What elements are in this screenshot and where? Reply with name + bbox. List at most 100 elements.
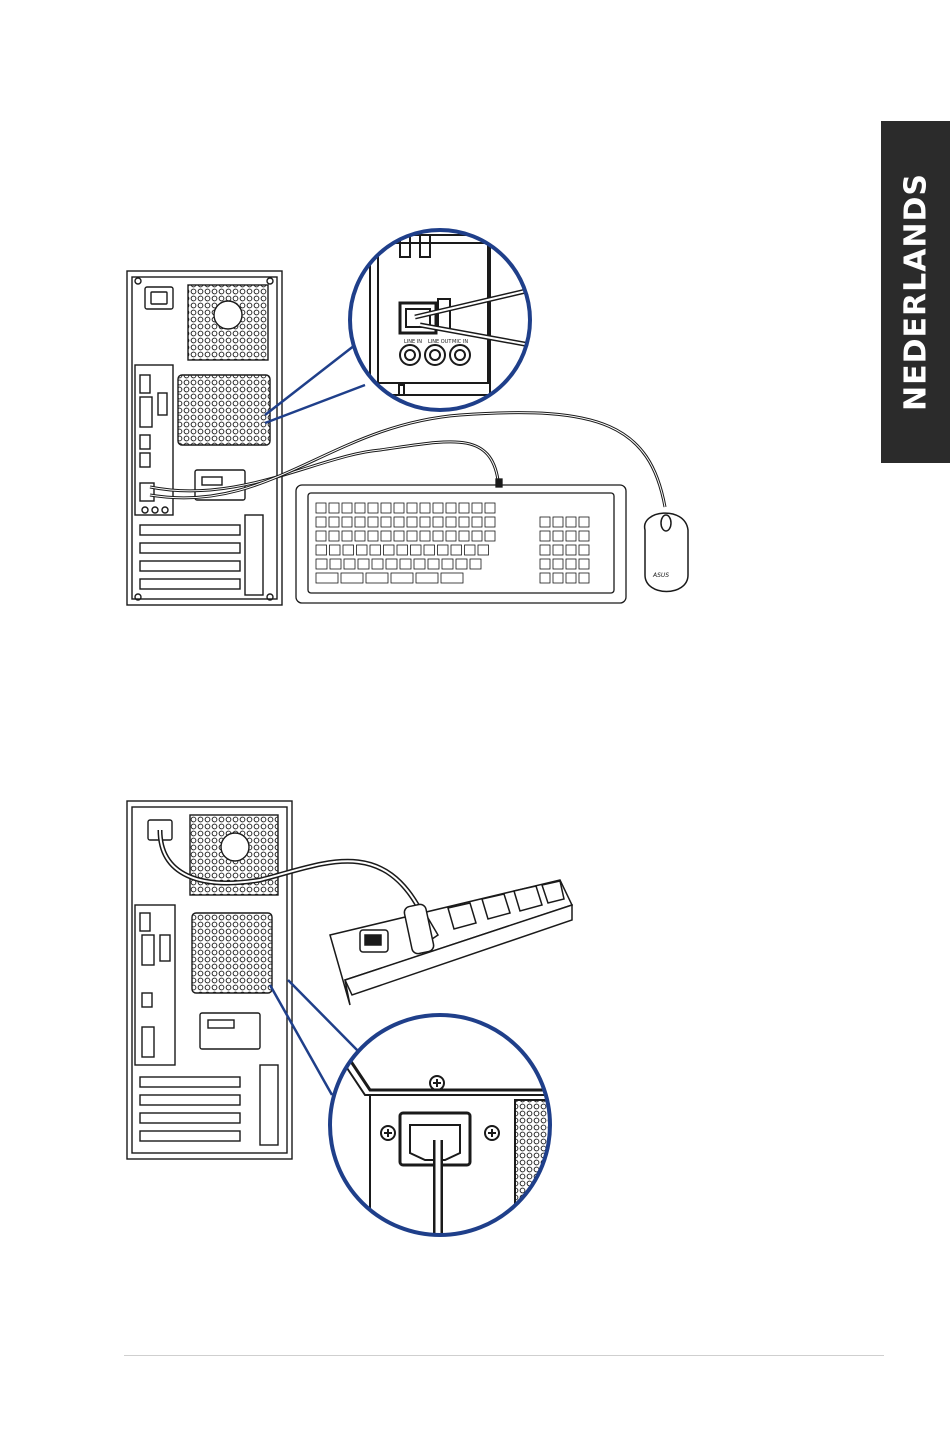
keyboard-numpad-key	[540, 573, 550, 583]
keyboard-key	[485, 517, 495, 527]
zoom-port-label: MIC IN	[452, 339, 468, 345]
mouse-logo: ASUS	[652, 572, 669, 579]
keyboard-key	[384, 545, 395, 555]
keyboard-key	[381, 503, 391, 513]
keyboard-key	[370, 545, 381, 555]
keyboard-key	[381, 517, 391, 527]
keyboard-key	[355, 503, 365, 513]
keyboard-numpad-key	[540, 559, 550, 569]
keyboard-key	[400, 559, 411, 569]
keyboard-key	[416, 573, 438, 583]
keyboard-numpad-key	[553, 545, 563, 555]
keyboard-key	[446, 503, 456, 513]
keyboard-numpad-key	[553, 531, 563, 541]
keyboard-numpad-key	[579, 545, 589, 555]
footer-rule	[124, 1355, 884, 1356]
usb-port-zoom-inset: LINE IN LINE OUT MIC IN	[350, 230, 530, 410]
keyboard-key	[438, 545, 449, 555]
keyboard-key	[391, 573, 413, 583]
keyboard-key	[397, 545, 408, 555]
keyboard-numpad-key	[553, 517, 563, 527]
keyboard-key	[381, 531, 391, 541]
keyboard-key	[368, 503, 378, 513]
keyboard-numpad-key	[553, 559, 563, 569]
keyboard-key	[342, 517, 352, 527]
tower-rear-panel	[127, 271, 282, 605]
zoom-port-label: LINE IN	[404, 339, 422, 345]
keyboard-numpad-key	[579, 573, 589, 583]
keyboard-key	[459, 503, 469, 513]
keyboard-key	[316, 503, 326, 513]
keyboard-key	[358, 559, 369, 569]
keyboard-key	[343, 545, 354, 555]
keyboard-key	[472, 503, 482, 513]
keyboard-key	[386, 559, 397, 569]
keyboard-key	[407, 517, 417, 527]
keyboard-key	[394, 503, 404, 513]
keyboard-key	[472, 531, 482, 541]
keyboard-key	[407, 531, 417, 541]
keyboard-key	[342, 531, 352, 541]
keyboard-numpad-key	[540, 545, 550, 555]
keyboard-key	[451, 545, 462, 555]
power-connection-illustration	[120, 795, 580, 1240]
keyboard-key	[420, 517, 430, 527]
keyboard-key	[329, 531, 339, 541]
power-socket-zoom-inset	[330, 1015, 560, 1240]
keyboard-key	[433, 531, 443, 541]
keyboard-numpad-key	[553, 573, 563, 583]
keyboard-key	[446, 531, 456, 541]
keyboard-key	[459, 517, 469, 527]
keyboard-mouse-connection-illustration: LINE IN LINE OUT MIC IN ASUS	[120, 225, 700, 610]
keyboard-key	[420, 503, 430, 513]
keyboard-key	[357, 545, 368, 555]
keyboard-key	[344, 559, 355, 569]
keyboard-key	[368, 517, 378, 527]
keyboard-key	[316, 517, 326, 527]
zoom-port-label: LINE OUT	[428, 339, 452, 345]
keyboard-key	[470, 559, 481, 569]
keyboard-numpad-key	[579, 531, 589, 541]
keyboard-key	[428, 559, 439, 569]
keyboard-key	[316, 573, 338, 583]
keyboard-key	[420, 531, 430, 541]
keyboard-key	[355, 517, 365, 527]
keyboard-numpad-key	[566, 573, 576, 583]
keyboard-key	[472, 517, 482, 527]
keyboard-key	[316, 545, 327, 555]
keyboard-numpad-key	[566, 531, 576, 541]
zoom-pointer-line	[288, 980, 360, 1053]
keyboard-key	[368, 531, 378, 541]
keyboard-key	[341, 573, 363, 583]
power-strip	[330, 880, 572, 1005]
keyboard-numpad-key	[566, 545, 576, 555]
keyboard-key	[485, 531, 495, 541]
keyboard-numpad-key	[566, 559, 576, 569]
keyboard-numpad-key	[579, 559, 589, 569]
keyboard-key	[329, 517, 339, 527]
keyboard-key	[433, 517, 443, 527]
keyboard-key	[366, 573, 388, 583]
keyboard-numpad-key	[579, 517, 589, 527]
keyboard-key	[394, 531, 404, 541]
keyboard-key	[316, 531, 326, 541]
language-tab: NEDERLANDS	[881, 121, 950, 463]
keyboard-key	[433, 503, 443, 513]
keyboard-key	[342, 503, 352, 513]
mouse: ASUS	[645, 513, 688, 591]
keyboard-key	[407, 503, 417, 513]
keyboard-key	[442, 559, 453, 569]
keyboard-key	[329, 503, 339, 513]
language-tab-label: NEDERLANDS	[898, 173, 933, 411]
keyboard-key	[316, 559, 327, 569]
keyboard-key	[424, 545, 435, 555]
keyboard-numpad-key	[540, 517, 550, 527]
keyboard-key	[414, 559, 425, 569]
keyboard-key	[394, 517, 404, 527]
keyboard-key	[355, 531, 365, 541]
keyboard-key	[459, 531, 469, 541]
keyboard-key	[372, 559, 383, 569]
keyboard-key	[330, 559, 341, 569]
keyboard-key	[478, 545, 489, 555]
keyboard-key	[446, 517, 456, 527]
